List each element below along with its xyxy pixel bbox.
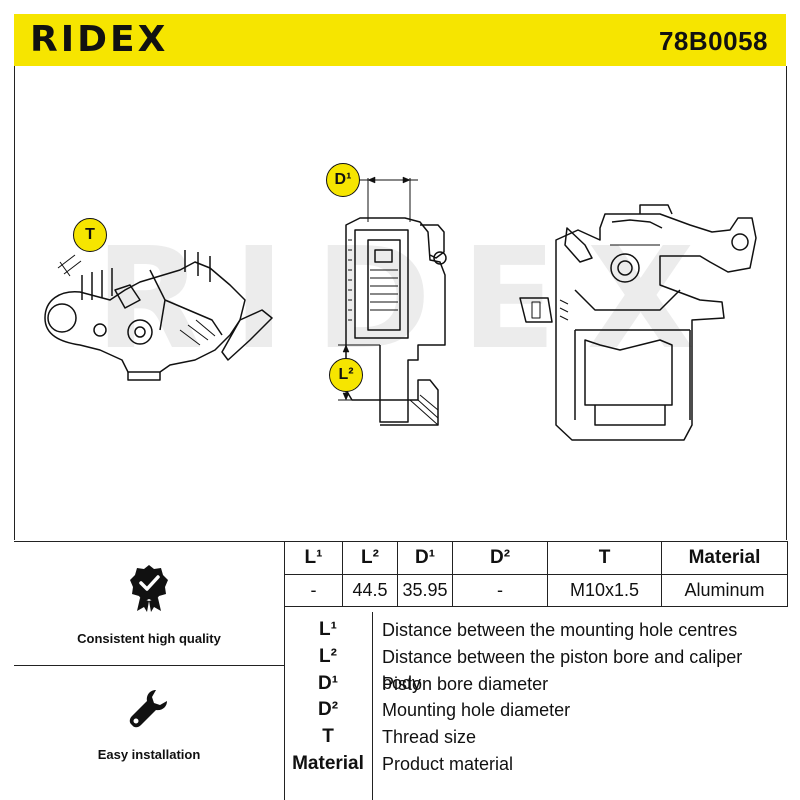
spec-header-t: T bbox=[547, 541, 662, 575]
wrench-icon bbox=[129, 690, 167, 728]
spec-table: L¹ L² D¹ D² T Material - 44.5 35.95 - M1… bbox=[284, 541, 788, 607]
dimension-legend: L¹ Distance between the mounting hole ce… bbox=[284, 612, 786, 800]
spec-header-d1: D¹ bbox=[397, 541, 453, 575]
spec-value-l2: 44.5 bbox=[342, 574, 398, 607]
spec-value-d2: - bbox=[452, 574, 548, 607]
feature-installation-label: Easy installation bbox=[97, 747, 201, 762]
brand-logo: RIDEX bbox=[30, 19, 169, 60]
part-number: 78B0058 bbox=[658, 26, 768, 56]
spec-value-l1: - bbox=[284, 574, 343, 607]
legend-key-l2: L² bbox=[319, 646, 337, 667]
legend-key-column bbox=[284, 612, 373, 800]
marker-thread-size: T bbox=[73, 218, 107, 252]
caliper-section-view bbox=[338, 176, 447, 426]
spec-header-d2: D² bbox=[452, 541, 548, 575]
legend-text-d2: Mounting hole diameter bbox=[382, 700, 571, 720]
legend-text-material: Product material bbox=[382, 754, 514, 774]
spec-value-d1: 35.95 bbox=[397, 574, 453, 607]
feature-quality: Consistent high quality bbox=[14, 563, 284, 646]
brake-caliper-drawing bbox=[44, 176, 757, 441]
legend-key-d1: D¹ bbox=[317, 673, 339, 694]
features-panel: Consistent high quality Easy installatio… bbox=[14, 541, 285, 800]
legend-key-d2: D² bbox=[317, 699, 339, 720]
header-bar: RIDEX 78B0058 bbox=[14, 14, 786, 66]
technical-drawing-area bbox=[14, 66, 787, 540]
spec-header-l2: L² bbox=[342, 541, 398, 575]
legend-text-l1: Distance between the mounting hole centr… bbox=[382, 620, 738, 640]
brand-watermark: RIDEX bbox=[95, 218, 725, 381]
feature-installation: Easy installation bbox=[14, 687, 284, 762]
caliper-side-view bbox=[44, 250, 273, 381]
legend-text-t: Thread size bbox=[382, 727, 477, 747]
legend-text-l2: Distance between the piston bore and cal… bbox=[382, 647, 743, 693]
spec-header-row: L¹ L² D¹ D² T Material bbox=[284, 541, 788, 575]
spec-header-material: Material bbox=[661, 541, 788, 575]
caliper-front-view bbox=[519, 204, 757, 441]
legend-text-d1: Piston bore diameter bbox=[382, 674, 549, 694]
spec-value-row: - 44.5 35.95 - M10x1.5 Aluminum bbox=[284, 574, 788, 607]
feature-quality-label: Consistent high quality bbox=[77, 631, 221, 646]
spec-value-t: M10x1.5 bbox=[547, 574, 662, 607]
marker-piston-bore-diameter: D¹ bbox=[326, 163, 360, 197]
marker-piston-bore-distance: L² bbox=[329, 358, 363, 392]
quality-badge-icon bbox=[130, 565, 168, 612]
features-divider bbox=[14, 665, 284, 666]
spec-value-material: Aluminum bbox=[661, 574, 788, 607]
legend-key-t: T bbox=[322, 726, 334, 747]
spec-header-l1: L¹ bbox=[284, 541, 343, 575]
legend-key-l1: L¹ bbox=[319, 619, 337, 640]
legend-key-material: Material bbox=[292, 753, 364, 774]
